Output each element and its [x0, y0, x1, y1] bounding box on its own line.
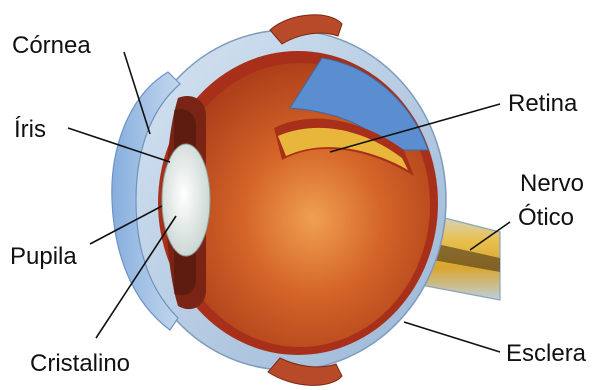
label-retina: Retina: [508, 92, 577, 116]
label-pupila: Pupila: [10, 245, 77, 269]
label-cristalino: Cristalino: [30, 352, 130, 376]
label-nervo: Nervo: [520, 172, 584, 196]
lens: [162, 144, 210, 256]
label-esclera: Esclera: [506, 342, 586, 366]
label-cornea: Córnea: [12, 34, 91, 58]
label-iris: Íris: [14, 118, 46, 142]
esclera-leader: [404, 322, 500, 352]
label-otico: Ótico: [518, 206, 574, 230]
